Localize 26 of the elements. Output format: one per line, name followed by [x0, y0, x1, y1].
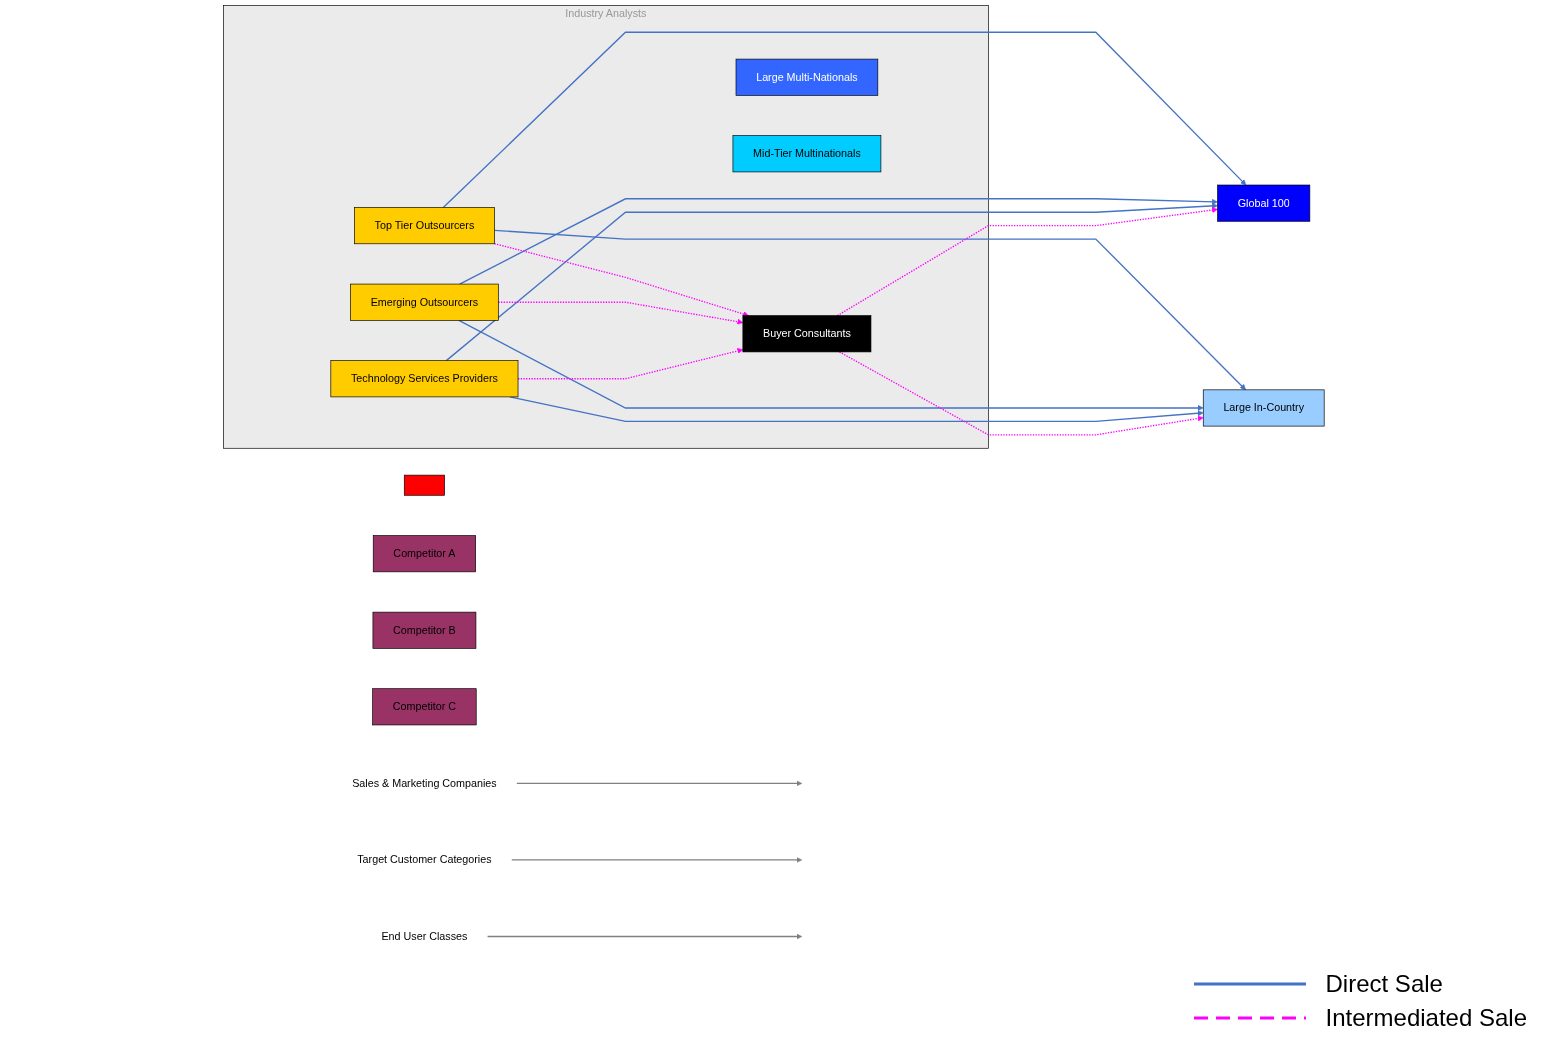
node-box: Competitor C [372, 688, 477, 726]
node-box: Mid-Tier Multinationals [732, 135, 881, 173]
node-box: Technology Services Providers [330, 360, 519, 398]
node-text: Target Customer Categories [356, 853, 492, 866]
arrow [445, 203, 1218, 362]
arrow [442, 31, 1246, 209]
node-box [403, 474, 445, 496]
node-box: Large Multi-Nationals [735, 58, 878, 96]
legend-label: Intermediated Sale [1325, 1004, 1527, 1032]
node-text: End User Classes [381, 930, 468, 942]
arrow [458, 198, 1218, 285]
node-box: Competitor B [372, 611, 476, 649]
arrow [510, 857, 802, 863]
node-text: Sales & Marketing Companies [351, 777, 497, 789]
arrow [493, 243, 749, 317]
node-box: Competitor A [372, 535, 476, 573]
node-box: Emerging Outsourcers [349, 283, 499, 321]
node-box: Buyer Consultants [742, 315, 871, 353]
arrow [515, 780, 802, 787]
legend-label: Direct Sale [1325, 970, 1443, 998]
arrow [493, 229, 1246, 391]
arrow [457, 319, 1204, 411]
node-box: Large In-Country [1202, 389, 1325, 427]
node-box: Top Tier Outsourcers [353, 207, 495, 245]
arrow [486, 933, 802, 940]
node-box: Global 100 [1216, 184, 1310, 222]
